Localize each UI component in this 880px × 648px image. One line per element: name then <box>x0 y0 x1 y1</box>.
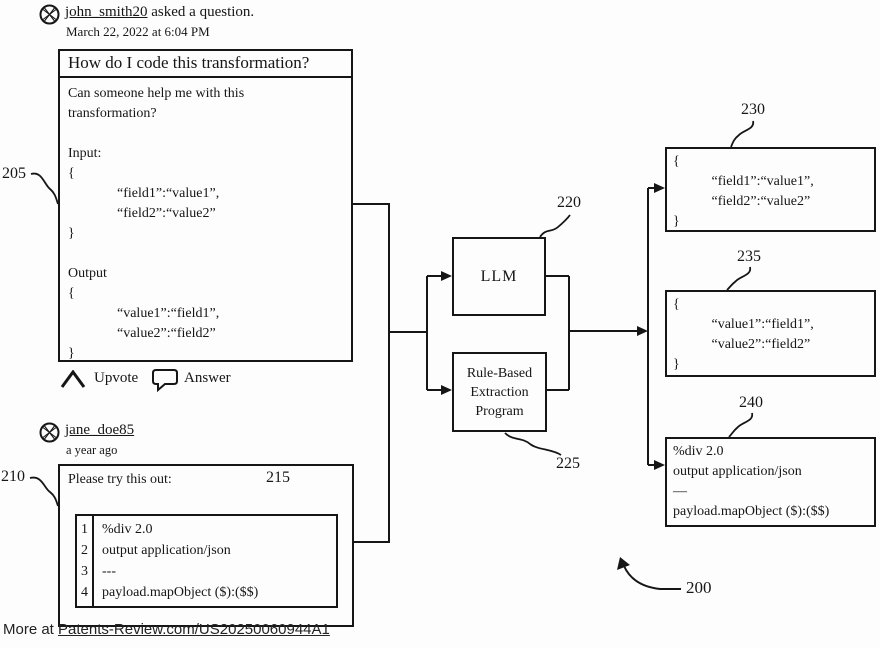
ref-label-230: 230 <box>741 101 765 118</box>
code-line: --- <box>102 564 116 579</box>
ref-label-210: 210 <box>1 468 25 485</box>
llm-box: LLM <box>452 237 546 316</box>
answer-timestamp: a year ago <box>66 443 118 457</box>
watermark: More at Patents-Review.com/US20250060944… <box>3 621 330 638</box>
question-body: Can someone help me with this transforma… <box>68 86 245 361</box>
code-lines: %div 2.0 output application/json --- pay… <box>94 516 258 606</box>
question-header: john_smith20 asked a question. <box>65 4 254 21</box>
answer-bubble-icon[interactable] <box>152 368 179 392</box>
output-box-230: { “field1”:“value1”, “field2”:“value2” } <box>665 147 876 232</box>
ref-label-225: 225 <box>556 455 580 472</box>
output-box-240: %div 2.0 output application/json — paylo… <box>665 437 876 527</box>
watermark-prefix: More at <box>3 621 59 638</box>
answer-button[interactable]: Answer <box>184 370 231 386</box>
answer-header: jane_doe85 <box>65 422 134 439</box>
code-line: %div 2.0 <box>102 522 153 537</box>
watermark-link[interactable]: Patents-Review.com/US20250060944A1 <box>58 621 330 638</box>
answer-username-link[interactable]: jane_doe85 <box>65 422 135 438</box>
question-box: How do I code this transformation? Can s… <box>58 49 353 362</box>
code-line: payload.mapObject ($):($$) <box>102 585 259 600</box>
user-avatar-icon[interactable] <box>39 4 60 25</box>
ref-label-215: 215 <box>266 469 290 486</box>
question-title: How do I code this transformation? <box>60 51 351 78</box>
output-box-235: { “value1”:“field1”, “value2”:“field2” } <box>665 290 876 377</box>
figure-number-200: 200 <box>686 578 712 597</box>
question-timestamp: March 22, 2022 at 6:04 PM <box>66 24 210 39</box>
upvote-icon[interactable] <box>60 370 86 389</box>
flow-line-posts-to-junction <box>353 203 390 543</box>
rule-based-extraction-box: Rule-Based Extraction Program <box>452 352 547 432</box>
ref-label-220: 220 <box>557 194 581 211</box>
answer-intro: Please try this out: <box>68 472 172 487</box>
ref-label-205: 205 <box>2 165 26 182</box>
code-line-numbers: 1 2 3 4 <box>77 516 94 606</box>
code-snippet-block: 1 2 3 4 %div 2.0 output application/json… <box>75 514 338 608</box>
upvote-button[interactable]: Upvote <box>94 370 139 386</box>
ref-label-235: 235 <box>737 248 761 265</box>
figure-pointer-arrow <box>623 565 681 590</box>
user-avatar-icon[interactable] <box>39 422 60 443</box>
question-action-text: asked a question. <box>151 4 255 20</box>
code-line: output application/json <box>102 543 231 558</box>
ref-label-240: 240 <box>739 394 763 411</box>
question-username-link[interactable]: john_smith20 <box>65 4 148 20</box>
